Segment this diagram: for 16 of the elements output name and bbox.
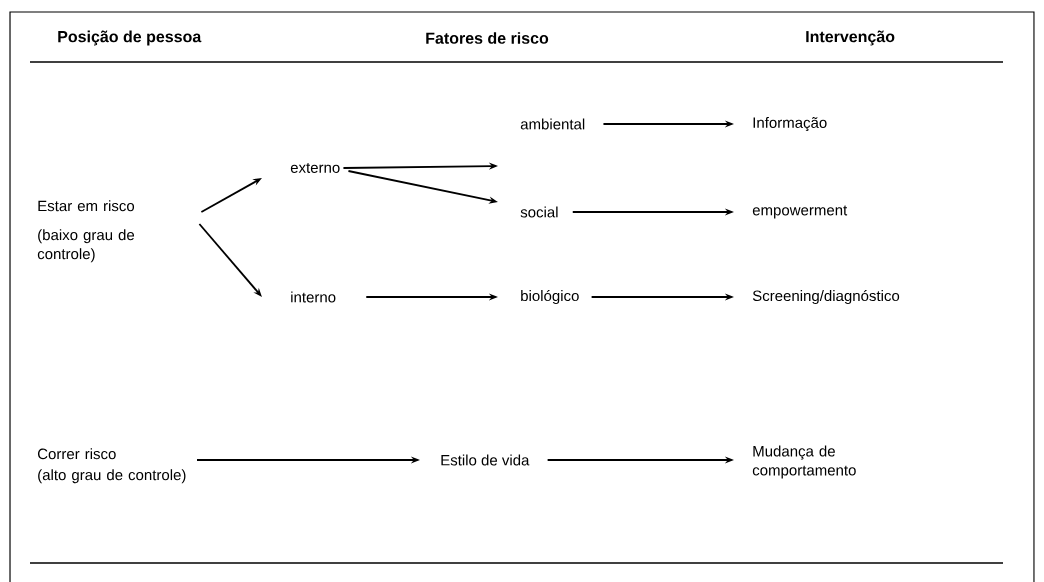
text-label: externo (290, 163, 340, 173)
text-label: ambiental (520, 118, 585, 130)
column-header: Fatores de risco (426, 32, 549, 44)
text-label: interno (291, 291, 336, 303)
text-label: Mudança de comportamento (752, 445, 856, 479)
text-label: Estilo de vida (441, 454, 530, 466)
text-label: empowerment (752, 205, 848, 219)
column-header: Intervenção (806, 30, 895, 46)
text-label: social (520, 206, 558, 218)
text-label: Correr risco (alto grau de controle) (37, 448, 186, 484)
text-label: biológico (521, 289, 579, 305)
text-label: Screening/diagnóstico (752, 289, 900, 305)
text-label: Estar em risco (baixo grau de controle) (37, 200, 135, 263)
text-label: Informação (753, 117, 827, 131)
arrow (198, 223, 262, 297)
column-header: Posição de pessoa (58, 30, 202, 46)
